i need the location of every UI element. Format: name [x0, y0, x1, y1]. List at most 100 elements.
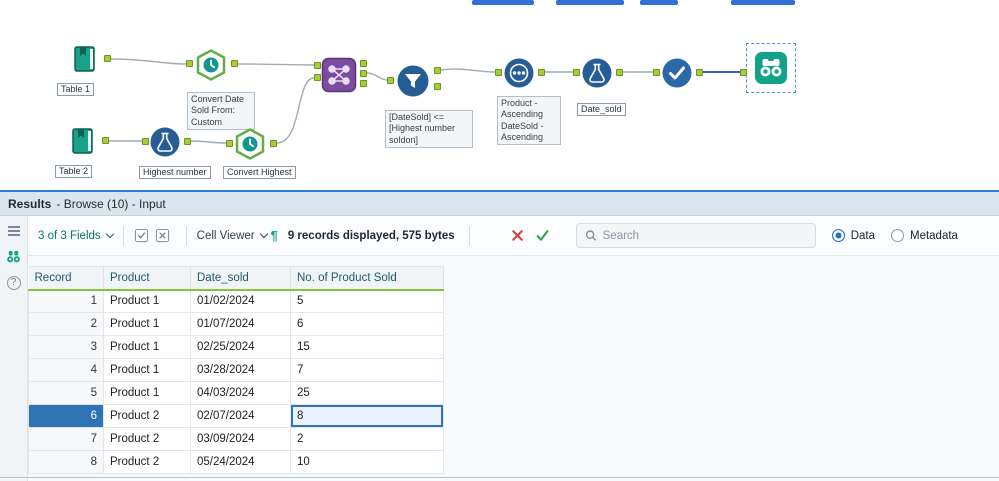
cell-viewer-dropdown[interactable]: Cell Viewer	[197, 230, 268, 242]
tool-unique[interactable]	[660, 56, 694, 90]
paragraph-mark-icon[interactable]: ¶	[270, 228, 278, 243]
tool-filter[interactable]	[394, 62, 432, 100]
data-radio-group[interactable]: Data	[831, 229, 875, 242]
record-number-cell[interactable]: 4	[28, 358, 104, 382]
help-icon[interactable]: ?	[5, 274, 22, 291]
tool-datetime-convert-date[interactable]	[194, 48, 228, 82]
output-anchor-left[interactable]	[360, 60, 367, 67]
data-cell[interactable]: Product 2	[103, 427, 191, 451]
record-number-cell[interactable]: 5	[28, 381, 104, 405]
output-anchor-join[interactable]	[360, 70, 367, 77]
tool-label[interactable]: Date_sold	[577, 103, 626, 117]
tool-formula-date-sold[interactable]	[580, 56, 614, 90]
fields-dropdown[interactable]: 3 of 3 Fields	[38, 230, 114, 242]
tool-label[interactable]: Highest number	[139, 166, 211, 180]
data-cell[interactable]: Product 1	[103, 335, 191, 359]
output-anchor[interactable]	[696, 69, 703, 76]
input-anchor[interactable]	[142, 138, 149, 145]
output-anchor-right[interactable]	[360, 80, 367, 87]
output-anchor[interactable]	[231, 60, 238, 67]
record-number-cell[interactable]: 2	[28, 312, 104, 336]
tool-browse[interactable]	[753, 50, 789, 86]
deselect-all-fields-icon[interactable]	[155, 228, 170, 243]
record-number-cell[interactable]: 6	[28, 404, 104, 428]
cancel-icon[interactable]	[510, 228, 525, 243]
record-number-cell[interactable]: 8	[28, 450, 104, 474]
column-header-record[interactable]: Record	[28, 266, 104, 291]
data-cell[interactable]: 10	[290, 450, 444, 474]
input-anchor[interactable]	[387, 77, 394, 84]
apply-icon[interactable]	[535, 228, 550, 243]
input-anchor-right[interactable]	[314, 74, 321, 81]
column-header-no-of-product-sold[interactable]: No. of Product Sold	[290, 266, 444, 291]
metadata-radio-group[interactable]: Metadata	[890, 229, 958, 242]
data-cell[interactable]: Product 2	[103, 450, 191, 474]
view-config-icon[interactable]	[5, 222, 22, 239]
data-cell[interactable]: Product 2	[103, 404, 191, 428]
data-cell[interactable]: 01/07/2024	[190, 312, 291, 336]
metadata-radio[interactable]	[890, 229, 904, 242]
output-anchor-true[interactable]	[434, 67, 441, 74]
search-box[interactable]	[575, 223, 816, 248]
data-cell[interactable]: 02/07/2024	[190, 404, 291, 428]
column-header-product[interactable]: Product	[103, 266, 191, 291]
output-anchor-false[interactable]	[434, 83, 441, 90]
data-cell[interactable]: 7	[290, 358, 444, 382]
data-cell[interactable]: Product 1	[103, 289, 191, 313]
browse-view-icon[interactable]	[5, 248, 22, 265]
input-anchor[interactable]	[740, 69, 747, 76]
tool-join[interactable]	[320, 56, 358, 94]
data-cell[interactable]: 03/09/2024	[190, 427, 291, 451]
input-anchor[interactable]	[186, 60, 193, 67]
output-anchor[interactable]	[184, 138, 191, 145]
output-anchor[interactable]	[104, 55, 111, 62]
data-cell[interactable]: Product 1	[103, 312, 191, 336]
tool-annotation[interactable]: [DateSold] <= [Highest number soldon]	[385, 110, 473, 148]
record-number-cell[interactable]: 7	[28, 427, 104, 451]
data-cell[interactable]: 05/24/2024	[190, 450, 291, 474]
data-radio[interactable]	[831, 229, 845, 242]
tool-annotation[interactable]: Convert Date Sold From: Custom	[187, 92, 255, 130]
toolbar-separator	[468, 225, 470, 246]
search-input[interactable]	[602, 229, 807, 242]
data-cell[interactable]: 02/25/2024	[190, 335, 291, 359]
data-cell[interactable]: 04/03/2024	[190, 381, 291, 405]
data-cell[interactable]: 6	[290, 312, 444, 336]
datetime-hexagon-icon	[235, 128, 265, 160]
tool-text-input-table2[interactable]	[66, 124, 100, 158]
input-anchor[interactable]	[495, 69, 502, 76]
input-anchor[interactable]	[653, 69, 660, 76]
tool-sort[interactable]	[502, 56, 536, 90]
data-cell[interactable]: Product 1	[103, 358, 191, 382]
select-all-fields-icon[interactable]	[134, 228, 149, 243]
data-cell[interactable]: 03/28/2024	[190, 358, 291, 382]
data-cell[interactable]: 25	[290, 381, 444, 405]
output-anchor[interactable]	[102, 137, 109, 144]
tool-label[interactable]: Convert Highest	[223, 166, 296, 180]
wire	[237, 63, 315, 66]
input-anchor-left[interactable]	[314, 62, 321, 69]
workflow-canvas[interactable]: Table 1 Convert Date Sold From: Custom T…	[0, 0, 999, 190]
data-cell[interactable]: Product 1	[103, 381, 191, 405]
tool-formula-highest-number[interactable]	[148, 125, 182, 159]
tool-annotation[interactable]: Product - Ascending DateSold - Ascending	[497, 96, 561, 145]
tool-datetime-convert-highest[interactable]	[233, 127, 267, 161]
tool-label[interactable]: Table 1	[57, 83, 95, 97]
output-anchor[interactable]	[616, 69, 623, 76]
data-cell[interactable]: 2	[290, 427, 444, 451]
record-number-cell[interactable]: 3	[28, 335, 104, 359]
record-number-cell[interactable]: 1	[28, 289, 104, 313]
data-cell[interactable]: 8	[290, 404, 444, 428]
data-cell[interactable]: 15	[290, 335, 444, 359]
tool-label[interactable]: Table 2	[55, 165, 93, 179]
data-cell[interactable]: 5	[290, 289, 444, 313]
output-anchor[interactable]	[538, 69, 545, 76]
input-anchor[interactable]	[573, 69, 580, 76]
output-anchor[interactable]	[270, 140, 277, 147]
formula-flask-icon	[150, 127, 180, 157]
tool-text-input-table1[interactable]	[68, 42, 102, 76]
input-anchor[interactable]	[226, 140, 233, 147]
column-header-date-sold[interactable]: Date_sold	[190, 266, 291, 291]
browse-binoculars-icon	[755, 52, 787, 84]
data-cell[interactable]: 01/02/2024	[190, 289, 291, 313]
